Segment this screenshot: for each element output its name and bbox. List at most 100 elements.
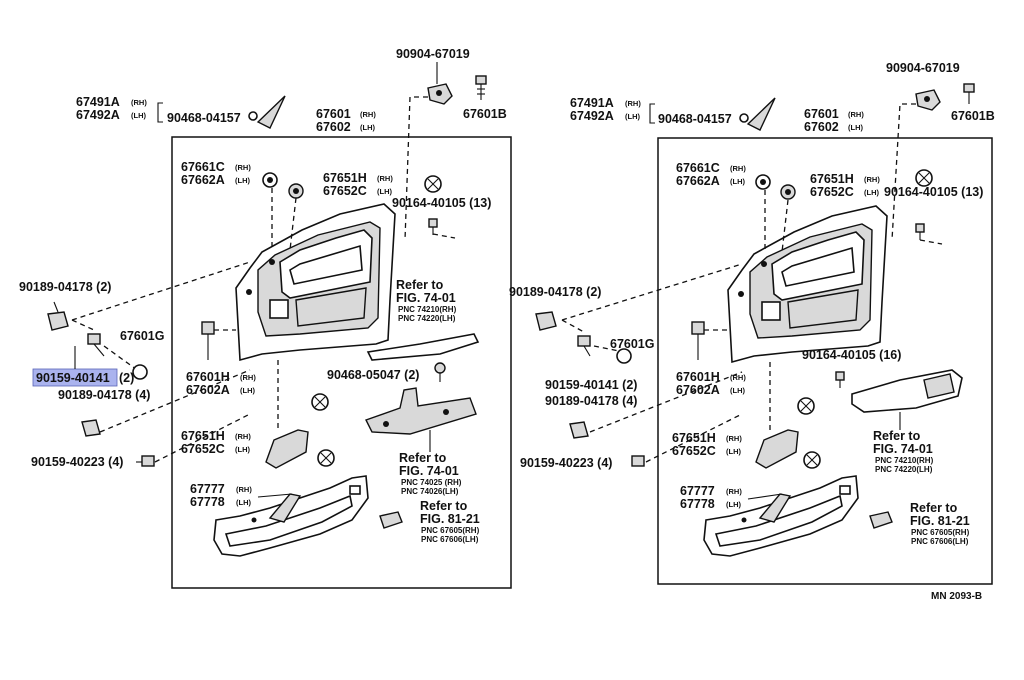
label-67652c-r: 67652C <box>810 185 854 199</box>
fastener-x-r-icon <box>915 169 933 187</box>
label-90189-04178-4: 90189-04178 (4) <box>58 388 150 402</box>
label-67662a: 67662A <box>181 173 225 187</box>
label-90468-04157-r: 90468-04157 <box>658 112 732 126</box>
label-67652c: 67652C <box>323 184 367 198</box>
screw-90164-icon <box>428 218 438 235</box>
screw-90164-16-r-icon <box>835 371 845 388</box>
ref2-pnc2: PNC 74026(LH) <box>401 487 459 496</box>
label-67777: 67777 <box>190 482 225 496</box>
label-90189-04178-2-r: 90189-04178 (2) <box>509 285 601 299</box>
fastener-x-icon <box>424 175 442 193</box>
suffix-rh: (RH) <box>848 110 864 119</box>
label-90164-40105: 90164-40105 (13) <box>392 196 491 210</box>
grommet-67651h-icon <box>288 183 304 199</box>
suffix-lh: (LH) <box>240 386 255 395</box>
label-90468-04157: 90468-04157 <box>167 111 241 125</box>
screw-67601h-r-icon <box>691 321 705 360</box>
door-trim-panel-r <box>727 205 888 364</box>
suffix-rh: (RH) <box>730 164 746 173</box>
ref2-line2: FIG. 74-01 <box>399 464 459 478</box>
suffix-rh: (RH) <box>864 175 880 184</box>
plug-67601g-r-icon <box>616 348 632 364</box>
screw-90159-40141-icon <box>87 333 105 357</box>
screw-90159-40223-icon <box>136 455 155 467</box>
x-mark-upper-icon <box>311 393 329 411</box>
speaker-cover-r-icon <box>755 429 799 469</box>
grommet-67661c-icon <box>262 172 278 188</box>
ref3-line2: FIG. 81-21 <box>420 512 480 526</box>
clip-90189-b-r-icon <box>569 421 589 439</box>
label-90164-40105-13-r: 90164-40105 (13) <box>884 185 983 199</box>
ref3-r-pnc2: PNC 67606(LH) <box>911 537 969 546</box>
suffix-rh: (RH) <box>240 373 256 382</box>
screw-67601h-icon <box>201 321 215 360</box>
suffix-lh: (LH) <box>235 176 250 185</box>
suffix-lh: (LH) <box>131 111 146 120</box>
suffix-lh: (LH) <box>235 445 250 454</box>
label-90164-40105-16-r: 90164-40105 (16) <box>802 348 901 362</box>
clip-90189-b-icon <box>81 419 101 437</box>
ref3-line1: Refer to <box>420 499 468 513</box>
label-67601g-r: 67601G <box>610 337 654 351</box>
label-67651h: 67651H <box>323 171 367 185</box>
suffix-rh: (RH) <box>625 99 641 108</box>
label-67661c-r: 67661C <box>676 161 720 175</box>
suffix-rh: (RH) <box>235 432 251 441</box>
label-67602-r: 67602 <box>804 120 839 134</box>
suffix-lh: (LH) <box>730 177 745 186</box>
suffix-rh: (RH) <box>726 434 742 443</box>
suffix-lh: (LH) <box>236 498 251 507</box>
label-67601: 67601 <box>316 107 351 121</box>
label-67602a: 67602A <box>186 383 230 397</box>
ref2-pnc1: PNC 74025 (RH) <box>401 478 462 487</box>
suffix-lh: (LH) <box>726 447 741 456</box>
screw-67601b-r-icon <box>963 83 975 104</box>
armrest-74210-icon <box>366 333 480 361</box>
lower-trim-panel-icon <box>213 475 369 557</box>
suffix-rh: (RH) <box>726 487 742 496</box>
lower-trim-panel-r-icon <box>703 475 859 557</box>
pull-handle-74025-icon <box>365 387 477 435</box>
ref1-r-pnc2: PNC 74220(LH) <box>875 465 933 474</box>
suffix-rh: (RH) <box>131 98 147 107</box>
ref3-r-pnc1: PNC 67605(RH) <box>911 528 970 537</box>
label-67652c-b-r: 67652C <box>672 444 716 458</box>
x-mark-lower-r-icon <box>803 451 821 469</box>
left-assembly-frame <box>171 136 512 589</box>
label-67491a: 67491A <box>76 95 120 109</box>
armrest-r-icon <box>851 369 963 413</box>
label-67778-r: 67778 <box>680 497 715 511</box>
label-67602: 67602 <box>316 120 351 134</box>
door-trim-panel <box>235 203 396 362</box>
suffix-lh: (LH) <box>848 123 863 132</box>
suffix-lh: (LH) <box>726 500 741 509</box>
ref1-r-line1: Refer to <box>873 429 921 443</box>
label-67601-r: 67601 <box>804 107 839 121</box>
ref3-pnc1: PNC 67605(RH) <box>421 526 480 535</box>
label-90159-40223-r: 90159-40223 (4) <box>520 456 612 470</box>
suffix-rh: (RH) <box>377 174 393 183</box>
suffix-lh: (LH) <box>730 386 745 395</box>
clip-90904-r-icon <box>915 89 941 111</box>
label-90189-04178-2: 90189-04178 (2) <box>19 280 111 294</box>
suffix-lh: (LH) <box>625 112 640 121</box>
label-67662a-r: 67662A <box>676 174 720 188</box>
label-67601b: 67601B <box>463 107 507 121</box>
grommet-67661c-r-icon <box>755 174 771 190</box>
suffix-lh: (LH) <box>377 187 392 196</box>
label-67778: 67778 <box>190 495 225 509</box>
label-90189-04178-4-r: 90189-04178 (4) <box>545 394 637 408</box>
mirror-cover-r-icon <box>739 97 776 131</box>
screw-90164-r-icon <box>915 223 925 240</box>
label-67652c-b: 67652C <box>181 442 225 456</box>
mirror-cover-icon <box>248 95 286 129</box>
grommet-67651h-r-icon <box>780 184 796 200</box>
label-67651h-b-r: 67651H <box>672 431 716 445</box>
left-assembly: 90904-67019 67601B 67491A (RH) 67492A (L… <box>19 47 512 589</box>
clip-90189-r-icon <box>535 311 557 331</box>
label-90904-67019-r: 90904-67019 <box>886 61 960 75</box>
ref1-line2: FIG. 74-01 <box>396 291 456 305</box>
suffix-rh: (RH) <box>236 485 252 494</box>
label-90159-40141-qty: (2) <box>119 371 134 385</box>
screw-67601b-icon <box>475 75 487 100</box>
